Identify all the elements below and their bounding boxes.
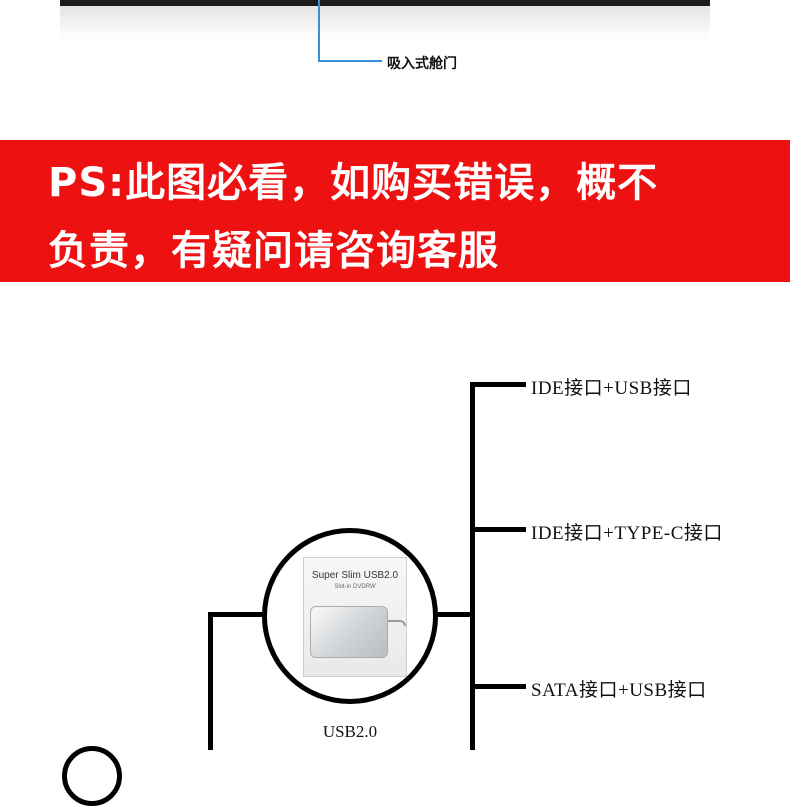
product-box-image: Super Slim USB2.0 Slot-in DVDRW <box>303 557 407 677</box>
optical-drive-edge <box>60 0 710 6</box>
product-box-subtitle: Slot-in DVDRW <box>334 584 376 590</box>
warning-line-2: 负责，有疑问请咨询客服 <box>48 228 499 274</box>
interface-label-2: IDE接口+TYPE-C接口 <box>531 523 723 544</box>
branch-line-1 <box>470 382 526 387</box>
branch-line-2 <box>470 527 526 532</box>
interface-label-3: SATA接口+USB接口 <box>531 680 707 701</box>
product-box-title: Super Slim USB2.0 <box>311 570 399 581</box>
callout-line <box>318 0 382 62</box>
left-connector-vertical <box>208 612 213 750</box>
product-caption: USB2.0 <box>322 722 378 741</box>
trunk-line-vertical <box>470 382 475 750</box>
usb-cable-icon <box>388 620 406 626</box>
slot-door-label: 吸入式舱门 <box>387 56 457 72</box>
partial-product-circle <box>62 746 122 806</box>
interface-label-1: IDE接口+USB接口 <box>531 378 692 399</box>
optical-drive-shadow <box>60 6 710 46</box>
warning-line-1: PS:此图必看，如购买错误，概不 <box>48 160 659 206</box>
left-connector-line <box>208 612 264 617</box>
warning-banner: PS:此图必看，如购买错误，概不 负责，有疑问请咨询客服 <box>0 140 790 282</box>
product-circle: Super Slim USB2.0 Slot-in DVDRW <box>262 528 438 704</box>
external-drive-image <box>310 606 388 658</box>
branch-line-3 <box>470 684 526 689</box>
circle-to-trunk-line <box>436 612 474 617</box>
